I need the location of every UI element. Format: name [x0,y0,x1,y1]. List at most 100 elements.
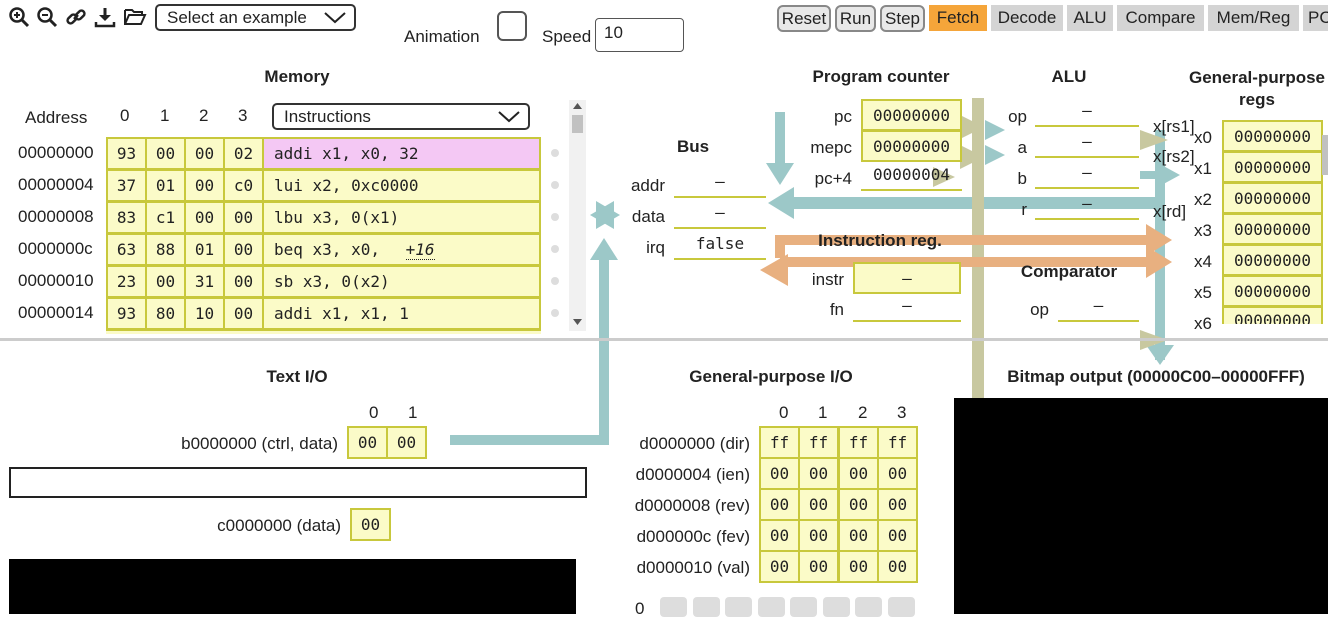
reset-button[interactable]: Reset [777,5,831,32]
gpio-byte[interactable]: 00 [838,519,879,552]
memory-byte[interactable]: c1 [145,201,186,234]
memory-byte[interactable]: 02 [223,137,264,170]
register-value[interactable]: 00000000 [1222,306,1323,324]
breakpoint-dot[interactable] [551,277,559,285]
gpio-title: General-purpose I/O [689,367,853,386]
gpio-pin-button[interactable] [725,597,752,617]
gpio-byte[interactable]: 00 [877,550,918,583]
breakpoint-dot[interactable] [551,149,559,157]
gpio-byte[interactable]: 00 [877,457,918,490]
memory-address: 00000008 [18,207,94,226]
gpio-byte[interactable]: 00 [798,457,839,490]
alu-r-value: – [1035,194,1139,220]
gpio-byte[interactable]: 00 [838,457,879,490]
memory-byte[interactable]: 10 [184,297,225,330]
zoom-in-icon[interactable] [8,6,30,28]
gpio-pin-button[interactable] [855,597,882,617]
link-icon[interactable] [65,6,87,28]
download-icon[interactable] [94,6,116,28]
memory-byte[interactable]: 37 [106,169,147,202]
memory-byte[interactable]: 83 [106,201,147,234]
gpio-byte[interactable]: ff [759,426,800,459]
folder-open-icon[interactable] [123,6,147,28]
textio-data-byte[interactable]: 00 [350,508,391,541]
gpio-byte[interactable]: 00 [759,519,800,552]
stage-alu: ALU [1067,5,1113,31]
gpio-pin-button[interactable] [790,597,817,617]
memory-byte[interactable]: 00 [223,201,264,234]
memory-byte[interactable]: 00 [184,169,225,202]
pc-value: 00000000 [861,99,962,131]
memory-byte[interactable]: 00 [223,233,264,266]
gpio-byte[interactable]: 00 [798,488,839,521]
memory-byte[interactable]: 00 [184,137,225,170]
register-value[interactable]: 00000000 [1222,275,1323,307]
breakpoint-dot[interactable] [551,245,559,253]
textio-title: Text I/O [266,367,328,386]
memory-scrollbar[interactable] [569,100,586,331]
speed-input[interactable]: 10 [595,18,684,52]
memory-byte[interactable]: 80 [145,297,186,330]
branch-offset-link[interactable]: +16 [405,239,435,260]
gpio-pin-button[interactable] [660,597,687,617]
gpio-byte[interactable]: ff [798,426,839,459]
memory-byte[interactable]: 63 [106,233,147,266]
gpio-pin-button[interactable] [887,597,915,617]
memory-byte[interactable]: 31 [184,265,225,298]
gpio-byte[interactable]: 00 [838,488,879,521]
memory-byte[interactable]: 88 [145,233,186,266]
memory-byte[interactable]: 00 [145,137,186,170]
animation-checkbox[interactable] [497,11,527,41]
gpio-byte[interactable]: 00 [759,550,800,583]
gpio-pin-button[interactable] [822,597,850,617]
alu-b-label: b [1017,169,1027,188]
fn-label: fn [829,300,844,319]
textio-input[interactable] [9,467,587,498]
memory-byte[interactable]: 00 [184,201,225,234]
step-button[interactable]: Step [880,5,925,32]
register-value[interactable]: 00000000 [1222,244,1323,276]
textio-ctrl-byte-0[interactable]: 00 [347,426,388,459]
breakpoint-dot[interactable] [551,309,559,317]
breakpoint-dot[interactable] [551,181,559,189]
instruction-text: beq x3, x0, [274,240,390,259]
gpio-byte[interactable]: 00 [877,519,918,552]
gpio-byte[interactable]: ff [877,426,918,459]
memory-byte[interactable]: 01 [184,233,225,266]
regs-title: General-purpose regs [1186,67,1328,111]
textio-data-label: c0000000 (data) [217,516,341,535]
register-value[interactable]: 00000000 [1222,151,1323,183]
gpio-byte[interactable]: 00 [838,550,879,583]
register-value[interactable]: 00000000 [1222,182,1323,214]
regs-scrollbar[interactable] [1322,135,1328,175]
gpio-pin-button[interactable] [757,597,785,617]
zoom-out-icon[interactable] [36,6,58,28]
register-value[interactable]: 00000000 [1222,120,1323,152]
run-button[interactable]: Run [835,5,876,32]
memory-byte[interactable]: 00 [223,265,264,298]
memory-address: 00000010 [18,271,94,290]
textio-ctrl-byte-1[interactable]: 00 [386,426,427,459]
gpio-byte[interactable]: ff [838,426,879,459]
stage-decode: Decode [991,5,1063,31]
register-value[interactable]: 00000000 [1222,213,1323,245]
register-name: x6 [1194,314,1212,333]
breakpoint-dot[interactable] [551,213,559,221]
memory-view-select[interactable]: Instructions [272,103,530,130]
example-select[interactable]: Select an example [155,4,356,31]
gpio-byte[interactable]: 00 [759,457,800,490]
memory-byte[interactable]: 23 [106,265,147,298]
gpio-byte[interactable]: 00 [798,550,839,583]
memory-byte[interactable]: 93 [106,137,147,170]
memory-byte[interactable]: 93 [106,297,147,330]
alu-op-value: – [1035,101,1139,127]
memory-byte[interactable]: 00 [145,265,186,298]
memory-byte[interactable]: c0 [223,169,264,202]
gpio-pin-button[interactable] [692,597,720,617]
gpio-byte[interactable]: 00 [759,488,800,521]
gpio-byte[interactable]: 00 [798,519,839,552]
memory-byte[interactable]: 01 [145,169,186,202]
gpio-byte[interactable]: 00 [877,488,918,521]
memory-byte[interactable]: 00 [223,297,264,330]
